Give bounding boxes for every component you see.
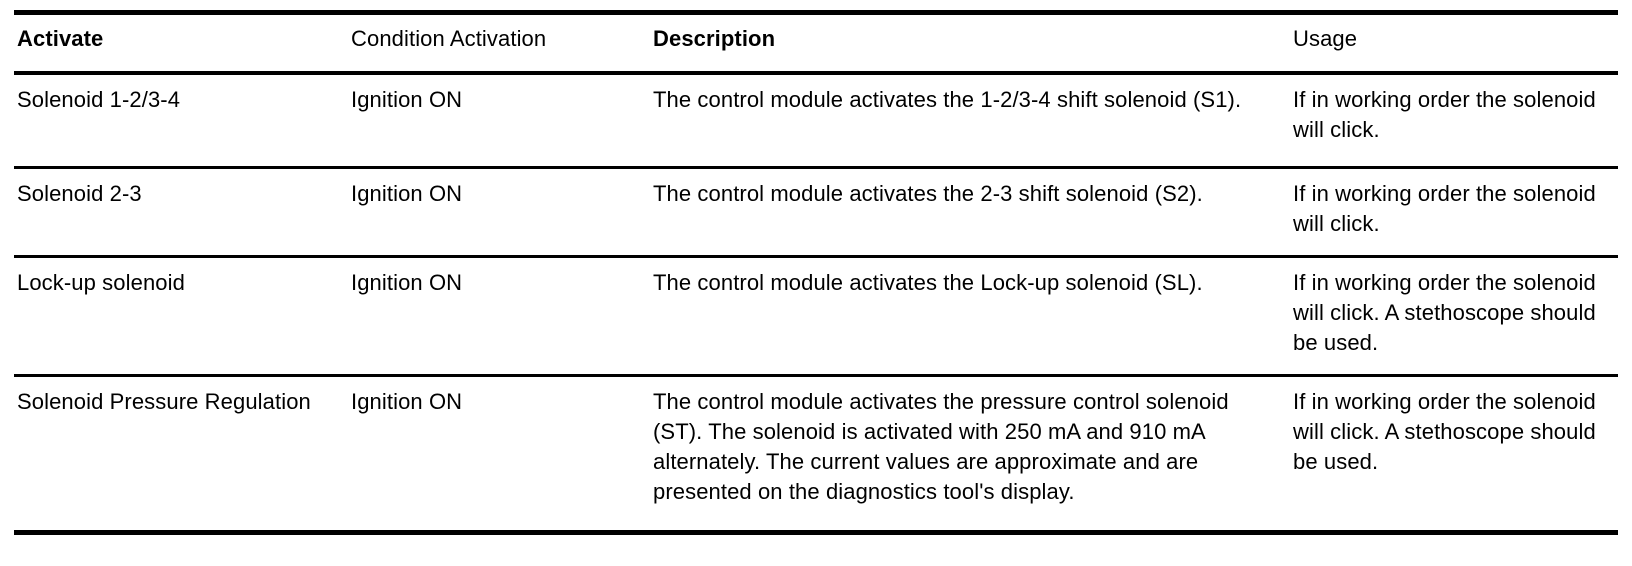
solenoid-activation-table: Activate Condition Activation Descriptio… [14, 10, 1618, 535]
cell-condition: Ignition ON [351, 389, 463, 414]
cell-activate: Solenoid Pressure Regulation [17, 389, 311, 414]
cell-condition: Ignition ON [351, 181, 463, 206]
cell-description: The control module activates the 2-3 shi… [653, 181, 1203, 206]
cell-activate: Solenoid 1-2/3-4 [17, 87, 181, 112]
cell-description: The control module activates the 1-2/3-4… [653, 87, 1242, 112]
table-row-solenoid-1-2-3-4: Solenoid 1-2/3-4 Ignition ON The control… [14, 71, 1618, 166]
cell-usage: If in working order the solenoid will cl… [1293, 181, 1596, 236]
column-header-description: Description [653, 26, 776, 51]
table-row-solenoid-pressure-regulation: Solenoid Pressure Regulation Ignition ON… [14, 374, 1618, 530]
cell-activate: Lock-up solenoid [17, 270, 185, 295]
cell-usage: If in working order the solenoid will cl… [1293, 270, 1596, 355]
table-row-lock-up-solenoid: Lock-up solenoid Ignition ON The control… [14, 255, 1618, 374]
column-header-condition-activation: Condition Activation [351, 26, 547, 51]
cell-description: The control module activates the pressur… [653, 389, 1229, 504]
cell-condition: Ignition ON [351, 270, 463, 295]
column-header-activate: Activate [17, 26, 104, 51]
cell-usage: If in working order the solenoid will cl… [1293, 389, 1596, 474]
cell-description: The control module activates the Lock-up… [653, 270, 1203, 295]
cell-condition: Ignition ON [351, 87, 463, 112]
cell-usage: If in working order the solenoid will cl… [1293, 87, 1596, 142]
table-row-solenoid-2-3: Solenoid 2-3 Ignition ON The control mod… [14, 166, 1618, 255]
column-header-usage: Usage [1293, 26, 1358, 51]
table-header-row: Activate Condition Activation Descriptio… [14, 15, 1618, 71]
cell-activate: Solenoid 2-3 [17, 181, 142, 206]
